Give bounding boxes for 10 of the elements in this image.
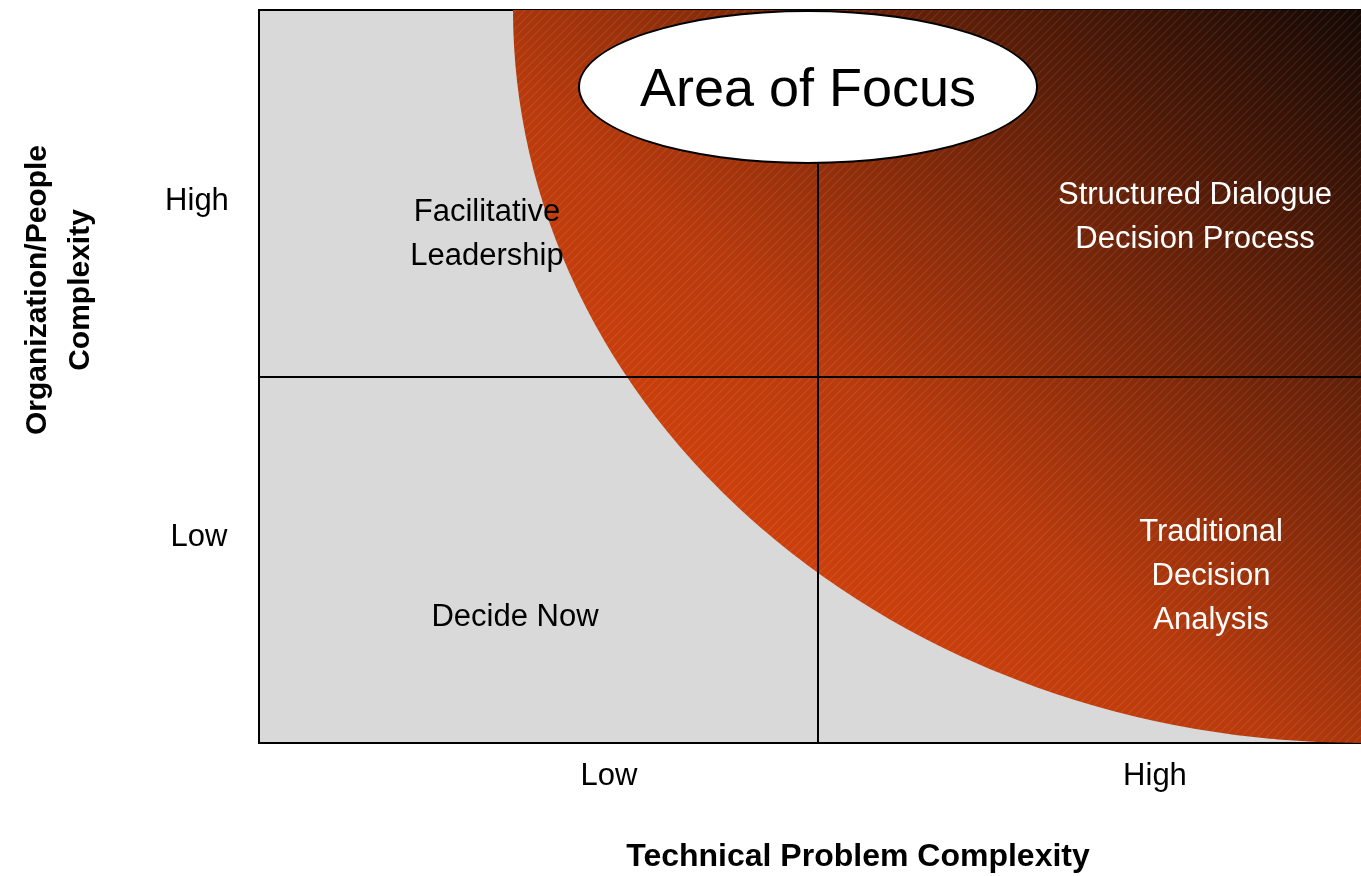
axis-tick-label: High [164, 181, 230, 219]
axis-tick-label: High [1122, 756, 1188, 794]
quadrant-label: Traditional Decision Analysis [1138, 512, 1284, 638]
quadrant-label: Structured Dialogue Decision Process [1057, 175, 1333, 257]
quadrant-label: Decide Now [430, 597, 600, 635]
axis-title: Organization/People Complexity [18, 144, 96, 438]
ellipse-label: Area of Focus [639, 56, 977, 118]
axis-tick-label: Low [579, 756, 639, 794]
axis-title: Technical Problem Complexity [625, 836, 1091, 876]
axis-tick-label: Low [169, 517, 229, 555]
